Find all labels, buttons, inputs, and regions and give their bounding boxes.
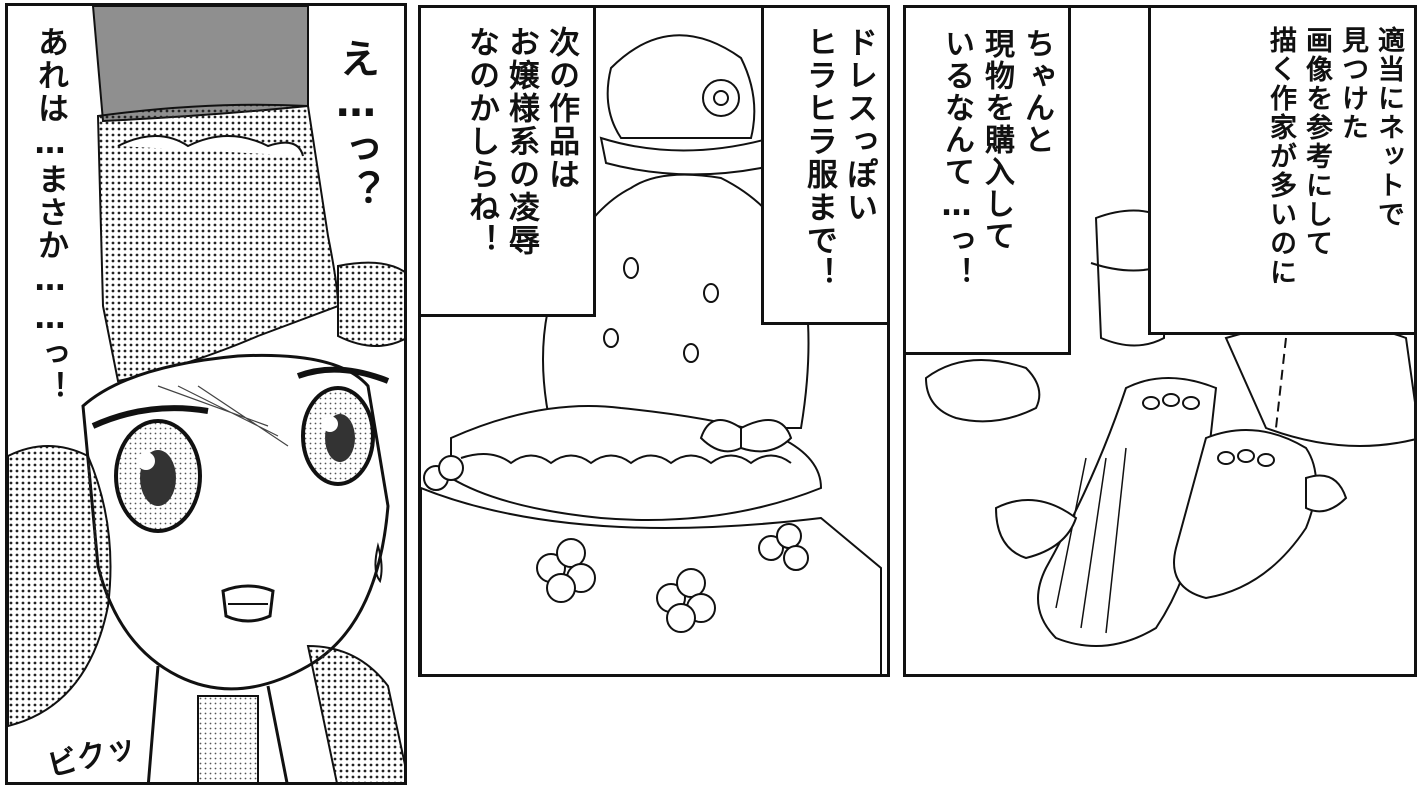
panel-right: 適当にネットで 見つけた 画像を参考にして 描く作家が多いのに ちゃんと 現物を…	[903, 5, 1417, 677]
speech-text-surprise: え…っ？	[333, 38, 379, 212]
caption-box-next-work: 次の作品は お嬢様系の凌辱 なのかしらね！	[421, 8, 596, 317]
caption-box-reference: 適当にネットで 見つけた 画像を参考にして 描く作家が多いのに	[1148, 8, 1414, 335]
caption-text-next-work: 次の作品は お嬢様系の凌辱 なのかしらね！	[463, 26, 579, 257]
stockings-illustration	[924, 209, 1414, 647]
caption-box-purchase: ちゃんと 現物を購入して いるなんて…っ！	[906, 8, 1071, 355]
caption-text-reference: 適当にネットで 見つけた 画像を参考にして 描く作家が多いのに	[1265, 26, 1404, 287]
speech-text-wonder: あれは…まさか……っ！	[32, 26, 68, 404]
caption-box-dress: ドレスっぽい ヒラヒラ服まで！	[761, 8, 887, 325]
caption-text-dress: ドレスっぽい ヒラヒラ服まで！	[801, 26, 877, 290]
panel-left: え…っ？ あれは…まさか……っ！ ビクッ	[5, 3, 407, 785]
panel-middle: ドレスっぽい ヒラヒラ服まで！ 次の作品は お嬢様系の凌辱 なのかしらね！	[418, 5, 890, 677]
caption-text-purchase: ちゃんと 現物を購入して いるなんて…っ！	[939, 28, 1054, 289]
frilly-dress-illustration	[421, 34, 882, 674]
girl-surprised-illustration	[8, 6, 404, 782]
